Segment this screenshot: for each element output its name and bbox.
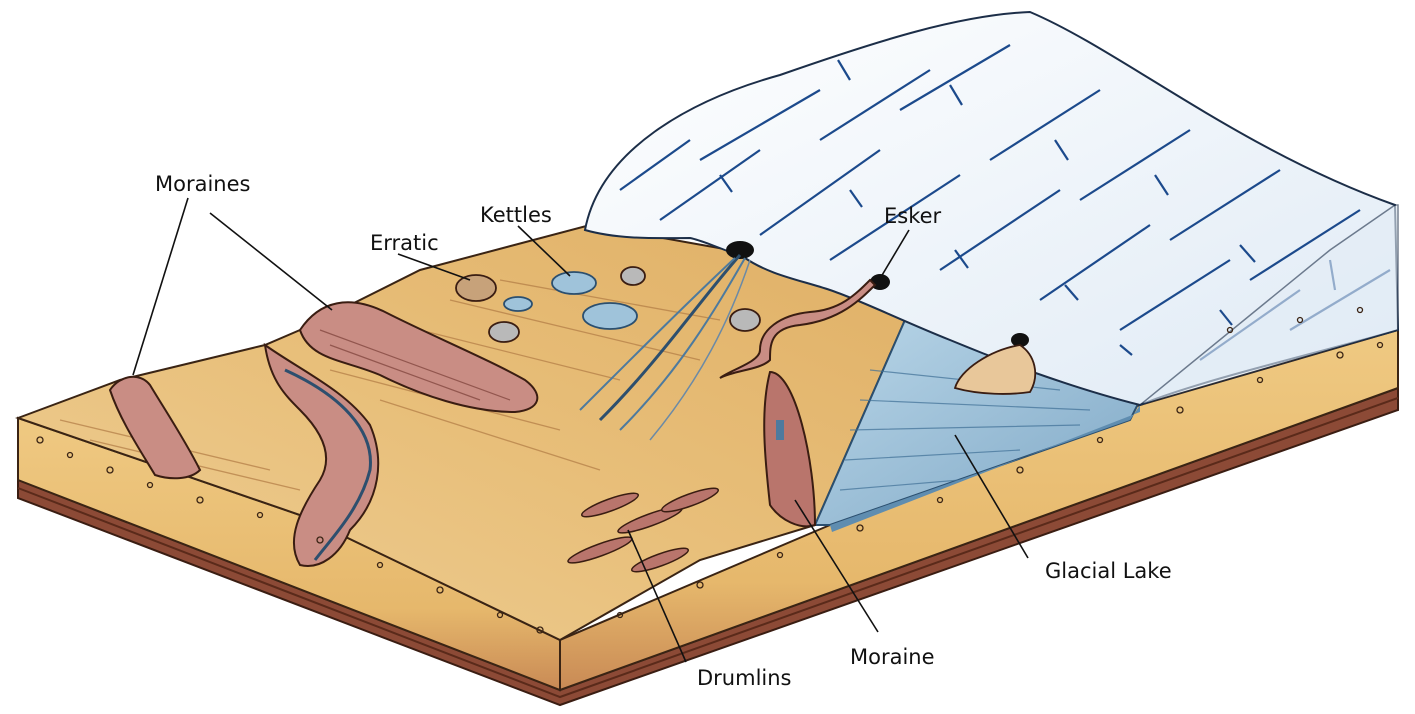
leader-moraines-right [210, 213, 332, 310]
label-erratic: Erratic [370, 233, 439, 254]
label-drumlins: Drumlins [697, 668, 792, 689]
label-glacial-lake: Glacial Lake [1045, 561, 1172, 582]
label-kettles: Kettles [480, 205, 552, 226]
label-moraine: Moraine [850, 647, 935, 668]
label-esker: Esker [884, 206, 941, 227]
leader-moraines-left [133, 198, 188, 375]
label-moraines: Moraines [155, 174, 250, 195]
